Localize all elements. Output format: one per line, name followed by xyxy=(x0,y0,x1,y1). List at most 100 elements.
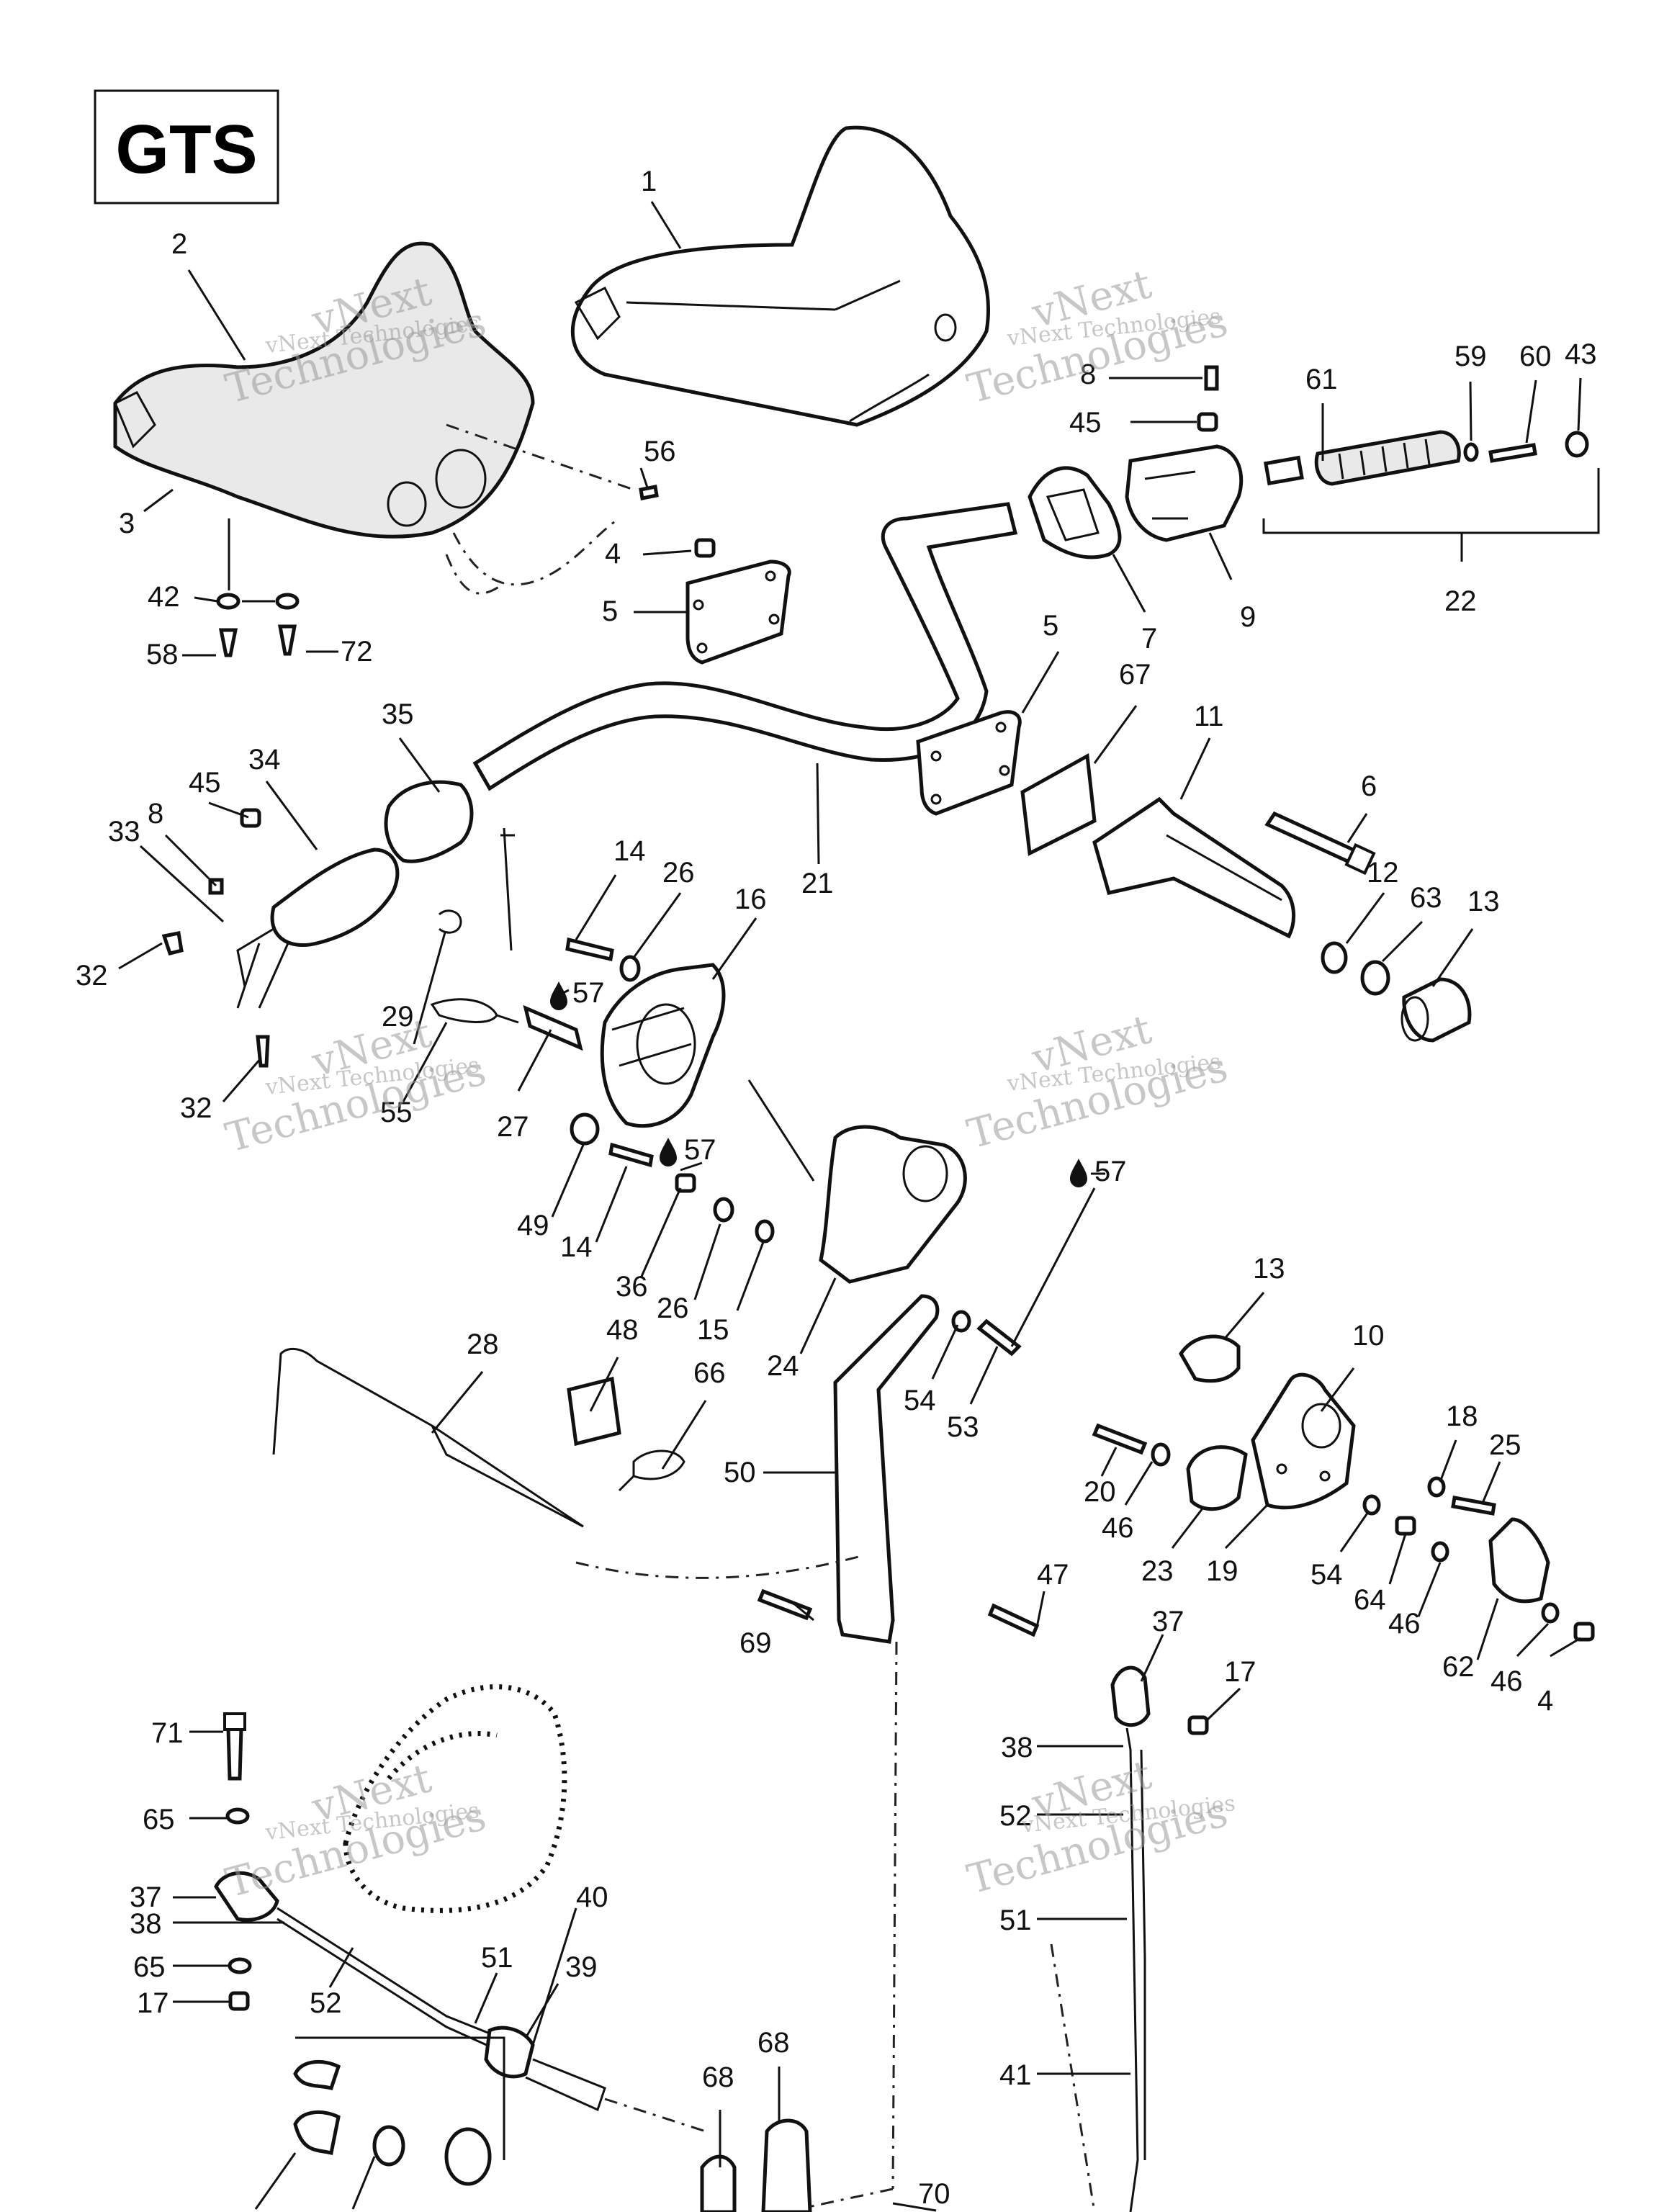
nut-45-left xyxy=(240,808,261,828)
callout: 70 xyxy=(918,2178,950,2210)
callout: 53 xyxy=(947,1411,979,1443)
bolt-47 xyxy=(987,1603,1040,1637)
callout: 62 xyxy=(1442,1651,1475,1683)
callout: 5 xyxy=(1043,610,1058,642)
callout: 8 xyxy=(148,798,163,830)
callout: 52 xyxy=(310,1987,342,2019)
callout: 16 xyxy=(734,884,767,915)
bracket-19 xyxy=(1251,1372,1356,1510)
grease-drop-icon-2 xyxy=(660,1138,677,1166)
washer-18 xyxy=(1427,1476,1446,1498)
bolt-53 xyxy=(976,1318,1022,1357)
steering-column xyxy=(819,1125,967,1284)
throttle-housing xyxy=(1125,444,1244,542)
clamp-66 xyxy=(618,1449,685,1492)
nut-64 xyxy=(1395,1516,1416,1536)
washer-15 xyxy=(755,1219,775,1244)
callout: 18 xyxy=(1446,1401,1478,1432)
clamp-68-right xyxy=(761,2118,812,2212)
bolt-14b xyxy=(608,1142,654,1168)
ring-large xyxy=(444,2127,492,2186)
boot-44-lower xyxy=(293,2110,341,2156)
callout: 32 xyxy=(180,1092,212,1124)
callout: 37 xyxy=(130,1881,162,1913)
callout: 55 xyxy=(380,1097,413,1128)
boot-44-upper xyxy=(293,2059,341,2090)
callout: 24 xyxy=(767,1350,799,1382)
callout: 38 xyxy=(1001,1732,1033,1763)
model-badge-text: GTS xyxy=(115,111,257,188)
callout: 10 xyxy=(1352,1320,1385,1352)
washer-65a xyxy=(225,1807,250,1825)
callout: 66 xyxy=(693,1357,726,1389)
callout: 38 xyxy=(130,1908,162,1940)
callout: 57 xyxy=(572,977,605,1009)
tie-55 xyxy=(430,998,519,1024)
callout: 64 xyxy=(1354,1584,1386,1616)
callout: 40 xyxy=(576,1881,608,1913)
callout: 45 xyxy=(189,767,221,799)
washer-63 xyxy=(1360,960,1390,996)
callout: 22 xyxy=(1444,585,1477,617)
bolt-14a xyxy=(565,937,614,962)
nut-4-lower xyxy=(1573,1622,1595,1642)
washer-26a xyxy=(619,955,641,982)
cable-fitting-39 xyxy=(484,2026,535,2079)
callout: 48 xyxy=(606,1314,639,1346)
callout: 17 xyxy=(1224,1656,1256,1688)
left-control-housing xyxy=(270,848,400,948)
callout: 1 xyxy=(641,166,657,197)
callout: 36 xyxy=(616,1271,648,1303)
callout: 34 xyxy=(248,744,281,775)
screw-8-upper xyxy=(1204,365,1219,391)
clamp-block-upper xyxy=(685,559,791,665)
callout: 11 xyxy=(1194,701,1224,732)
foam-padding xyxy=(113,241,535,539)
callout: 42 xyxy=(148,581,180,613)
grip-end-cap xyxy=(1028,466,1122,559)
washer-42b xyxy=(275,593,300,610)
callout: 41 xyxy=(999,2059,1032,2091)
callout: 63 xyxy=(1410,882,1442,914)
bushing-13-upper xyxy=(1402,977,1472,1043)
screw-72 xyxy=(277,624,297,656)
callout: 9 xyxy=(1240,601,1256,633)
bolt-25 xyxy=(1451,1496,1496,1516)
callout: 12 xyxy=(1367,857,1399,889)
callout: 57 xyxy=(1094,1156,1127,1187)
callout: 71 xyxy=(151,1717,184,1749)
nut-45-upper xyxy=(1197,412,1218,432)
washer-12 xyxy=(1321,941,1348,974)
screw-56 xyxy=(639,485,659,500)
bolt-20 xyxy=(1092,1423,1148,1455)
callout: 13 xyxy=(1253,1253,1285,1285)
washer-42a xyxy=(216,593,240,610)
callout: 57 xyxy=(684,1134,716,1166)
seal-31 xyxy=(372,2125,405,2167)
callout: 4 xyxy=(605,538,621,570)
spacer-23 xyxy=(1186,1445,1248,1511)
callout: 17 xyxy=(137,1987,169,2019)
callout: 50 xyxy=(724,1457,756,1488)
model-badge: GTS xyxy=(94,89,279,204)
callout: 45 xyxy=(1069,407,1102,439)
callout: 61 xyxy=(1305,364,1338,395)
callout: 26 xyxy=(657,1292,689,1324)
callout: 28 xyxy=(467,1328,499,1360)
pin-27 xyxy=(523,1004,583,1051)
clip-29 xyxy=(438,909,462,934)
callout: 54 xyxy=(904,1385,936,1416)
bushing-13-lower xyxy=(1179,1334,1241,1383)
callout: 65 xyxy=(133,1951,166,1983)
callout: 46 xyxy=(1102,1512,1134,1544)
callout: 23 xyxy=(1141,1555,1174,1587)
washer-54b xyxy=(1362,1494,1381,1516)
callout: 14 xyxy=(613,835,646,867)
ball-joint-37-left xyxy=(214,1871,279,1922)
callout: 4 xyxy=(1537,1685,1553,1717)
callout: 58 xyxy=(146,639,179,670)
cable-28 xyxy=(272,1347,584,1528)
callout: 33 xyxy=(108,816,140,848)
callout: 56 xyxy=(644,436,676,467)
